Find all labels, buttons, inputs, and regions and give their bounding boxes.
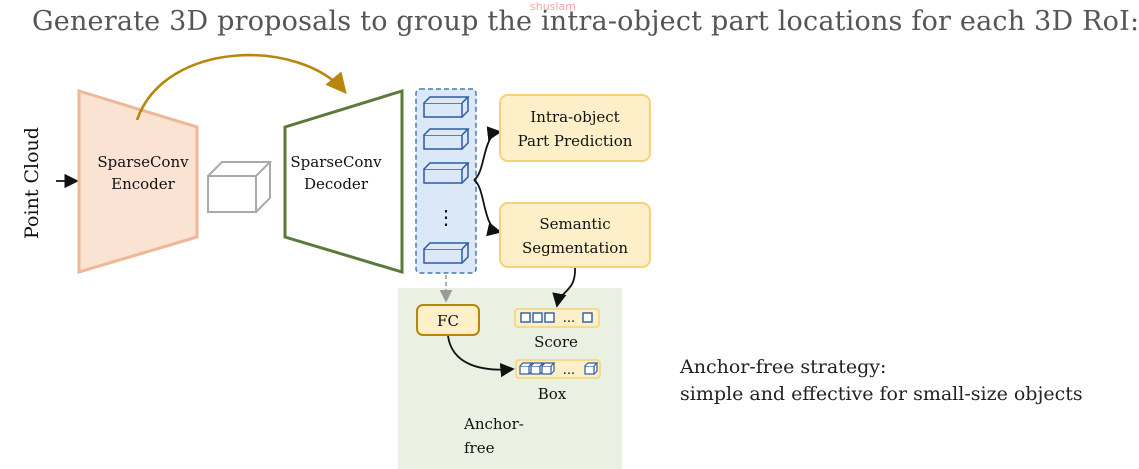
point-cloud-label: Point Cloud: [21, 127, 43, 239]
score-square-icons: [520, 312, 593, 323]
watermark: shuslam: [530, 0, 576, 13]
decoder-block: [283, 88, 404, 275]
slide-heading: Generate 3D proposals to group the intra…: [32, 6, 1139, 37]
anchor-free-label-line2: free: [464, 439, 495, 457]
box-cube-icons: [519, 362, 599, 375]
skip-connection-arrow: [135, 53, 347, 121]
score-label: Score: [534, 333, 578, 351]
feature-ellipsis: ⋮: [436, 205, 456, 229]
segmentation-box: [499, 202, 651, 268]
encoder-label-line1: SparseConv: [97, 153, 189, 171]
feature-voxel-2: [423, 128, 470, 150]
strategy-description: simple and effective for small-size obje…: [680, 383, 1083, 405]
part-prediction-line2: Part Prediction: [518, 132, 633, 150]
decoder-label-line1: SparseConv: [290, 153, 382, 171]
part-prediction-box: [499, 94, 651, 162]
anchor-free-label-line1: Anchor-: [463, 415, 524, 433]
fc-label: FC: [437, 312, 459, 330]
latent-cube-icon: [207, 161, 273, 213]
feature-voxel-1: [423, 96, 470, 118]
encoder-label-line2: Encoder: [111, 175, 176, 193]
architecture-diagram: Point Cloud SparseConv Encoder SparseCon…: [21, 53, 651, 469]
branch-arrow-segmentation: [473, 179, 502, 237]
score-dots: ...: [563, 311, 575, 326]
branch-arrow-part: [473, 126, 502, 181]
feature-voxel-3: [423, 162, 470, 184]
fc-to-box-arrow: [447, 335, 515, 378]
fc-box: [416, 304, 480, 336]
part-prediction-line1: Intra-object: [530, 108, 619, 126]
feature-voxel-4: [423, 242, 470, 264]
box-label: Box: [538, 385, 567, 403]
segmentation-line2: Segmentation: [522, 239, 628, 257]
strategy-note: Anchor-free strategy: simple and effecti…: [680, 354, 1083, 408]
strategy-title: Anchor-free strategy:: [680, 356, 887, 378]
encoder-block: [77, 88, 199, 275]
segmentation-line1: Semantic: [539, 215, 610, 233]
segmentation-to-score-arrow: [552, 267, 576, 308]
box-dots: ...: [563, 363, 575, 378]
decoder-label-line2: Decoder: [304, 175, 369, 193]
